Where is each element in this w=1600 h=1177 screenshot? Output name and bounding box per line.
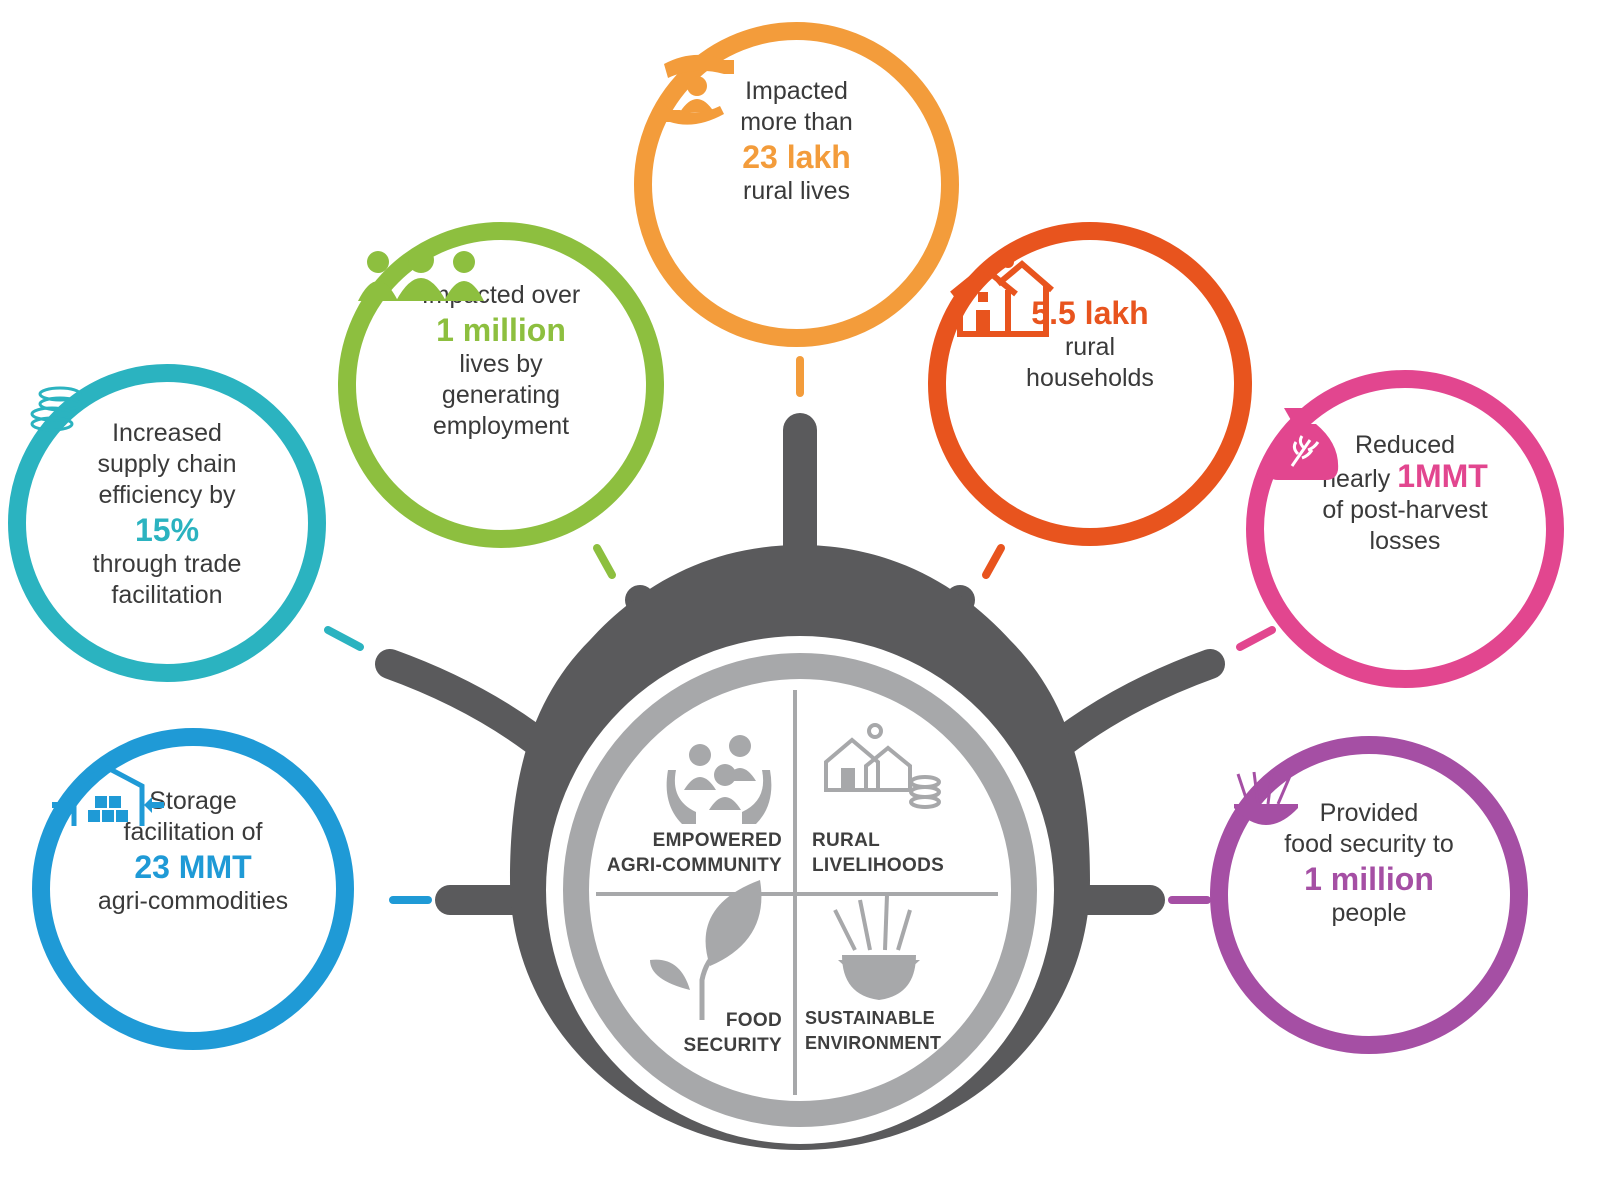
quadrant-tl-line1: EMPOWERED xyxy=(652,830,782,851)
bubble-rural-lives-text: Impacted more than 23 lakh rural lives xyxy=(684,76,909,207)
supply-line5: facilitation xyxy=(111,581,223,609)
bubble-employment: Impacted over 1 million lives by generat… xyxy=(338,222,664,548)
connector-ticks xyxy=(324,356,1276,904)
bubble-households-text: 5.5 lakh rural households xyxy=(978,294,1203,394)
bubble-storage-text: Storage facilitation of 23 MMT agri-comm… xyxy=(81,786,304,917)
quadrant-tr-line1: RURAL xyxy=(812,830,880,851)
quadrant-br-line2: ENVIRONMENT xyxy=(805,1033,942,1053)
storage-line1: Storage xyxy=(149,787,237,815)
quadrant-tr-line2: LIVELIHOODS xyxy=(812,855,945,876)
quadrant-bl-line2: SECURITY xyxy=(683,1035,782,1056)
bubble-post-harvest: Reduced nearly 1MMT of post-harvest loss… xyxy=(1246,370,1564,688)
leaf-plant-icon xyxy=(650,880,762,1020)
people-group-icon xyxy=(358,247,484,301)
supply-line4: through trade xyxy=(92,550,242,578)
tick-households xyxy=(982,544,1005,579)
bubble-food-security: Provided food security to 1 million peop… xyxy=(1210,736,1528,1054)
post-harvest-line1: Reduced xyxy=(1354,431,1456,459)
grain-sack-icon xyxy=(1265,408,1339,480)
rural-lives-line1: Impacted xyxy=(745,77,848,105)
supply-highlight: 15% xyxy=(134,512,200,548)
quadrant-bl-line1: FOOD xyxy=(725,1010,782,1031)
rural-lives-line3: rural lives xyxy=(743,177,850,205)
post-harvest-highlight: 1MMT xyxy=(1397,458,1488,494)
quadrant-rural-livelihoods: RURAL LIVELIHOODS xyxy=(812,828,992,878)
supply-line1: Increased xyxy=(112,419,222,447)
households-highlight: 5.5 lakh xyxy=(1031,295,1149,331)
supply-line3: efficiency by xyxy=(98,481,236,509)
bubble-rural-lives: Impacted more than 23 lakh rural lives xyxy=(634,22,959,347)
community-hands-icon xyxy=(666,735,772,824)
food-security-line1: Provided xyxy=(1319,799,1419,827)
employment-line4: employment xyxy=(432,412,570,440)
grain-bowl-icon xyxy=(1234,771,1298,825)
houses-coins-icon xyxy=(824,723,941,809)
post-harvest-line4: losses xyxy=(1369,527,1441,555)
rural-lives-line2: more than xyxy=(740,108,853,136)
storage-line3: agri-commodities xyxy=(97,887,289,915)
hub-inner-ring xyxy=(563,653,1037,1127)
employment-highlight: 1 million xyxy=(436,312,566,348)
households-line2: households xyxy=(1026,364,1154,392)
storage-highlight: 23 MMT xyxy=(134,849,252,885)
households-line1: rural xyxy=(1064,333,1115,361)
tick-post-harvest xyxy=(1236,626,1276,651)
quadrant-sustainable-environment: SUSTAINABLE ENVIRONMENT xyxy=(805,1006,995,1056)
tick-employment xyxy=(593,544,616,579)
rural-lives-highlight: 23 lakh xyxy=(742,139,851,175)
bubble-supply-chain: Increased supply chain efficiency by 15%… xyxy=(8,364,326,682)
tick-supply xyxy=(324,626,364,651)
quadrant-empowered-agri-community: EMPOWERED AGRI-COMMUNITY xyxy=(600,828,782,878)
bubble-food-security-text: Provided food security to 1 million peop… xyxy=(1259,798,1479,929)
quadrant-br-line1: SUSTAINABLE xyxy=(805,1008,935,1028)
food-security-line3: people xyxy=(1331,899,1407,927)
coins-icon xyxy=(30,386,82,432)
bubble-employment-text: Impacted over 1 million lives by generat… xyxy=(388,280,614,442)
hands-person-icon xyxy=(660,54,734,125)
quadrant-food-security: FOOD SECURITY xyxy=(600,1008,782,1058)
supply-line2: supply chain xyxy=(97,450,237,478)
bubble-supply-text: Increased supply chain efficiency by 15%… xyxy=(57,418,277,611)
food-security-highlight: 1 million xyxy=(1304,861,1434,897)
employment-line2: lives by xyxy=(459,350,543,378)
wheat-bowl-icon xyxy=(833,894,920,1000)
storage-line2: facilitation of xyxy=(123,818,263,846)
hub-inner-white xyxy=(546,636,1054,1144)
warehouse-icon xyxy=(52,765,164,826)
bubble-households: 5.5 lakh rural households xyxy=(928,222,1252,546)
quadrant-tl-line2: AGRI-COMMUNITY xyxy=(606,855,782,876)
employment-line3: generating xyxy=(441,381,561,409)
house-sun-icon xyxy=(950,256,1054,337)
bubble-storage: Storage facilitation of 23 MMT agri-comm… xyxy=(32,728,354,1050)
post-harvest-line3: of post-harvest xyxy=(1322,496,1488,524)
food-security-line2: food security to xyxy=(1284,830,1454,858)
